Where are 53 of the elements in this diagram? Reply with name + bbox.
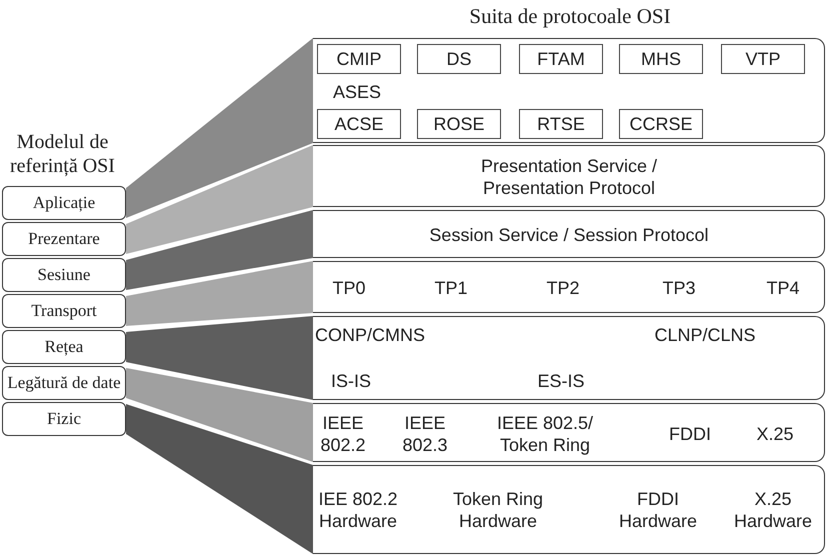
protocol-label: IEEE 802.5/ Token Ring (496, 412, 594, 456)
protocol-label: ES-IS (536, 370, 586, 392)
protocol-label: FDDI (668, 423, 712, 445)
protocol-layer-band (313, 316, 825, 400)
protocol-layer-band (313, 465, 825, 554)
heading: Modelul de referință OSI (9, 130, 116, 178)
protocol-label: X.25 Hardware (732, 488, 814, 532)
protocol-box: MHS (619, 44, 703, 74)
layer-box: Legătură de date (2, 366, 126, 400)
projection-band (126, 404, 313, 554)
projection-band (126, 316, 313, 400)
protocol-label: IEEE 802.3 (401, 412, 449, 456)
protocol-label: X.25 (755, 423, 795, 445)
protocol-label: TP0 (331, 277, 366, 299)
heading: Suita de protocoale OSI (468, 4, 672, 28)
layer-box: Aplicație (2, 186, 126, 220)
protocol-label: TP4 (765, 277, 800, 299)
protocol-label: TP3 (661, 277, 696, 299)
protocol-box: ROSE (417, 109, 501, 139)
protocol-box: CMIP (317, 44, 401, 74)
protocol-label: CLNP/CLNS (653, 324, 757, 346)
protocol-layer-band (313, 145, 825, 207)
protocol-layer-band (313, 261, 825, 313)
layer-box: Rețea (2, 330, 126, 364)
layer-box: Sesiune (2, 258, 126, 292)
layer-box: Prezentare (2, 222, 126, 256)
protocol-label: Session Service / Session Protocol (428, 224, 710, 246)
protocol-box: VTP (721, 44, 805, 74)
protocol-label: CONP/CMNS (314, 324, 426, 346)
protocol-label: IS-IS (330, 370, 372, 392)
protocol-box: DS (417, 44, 501, 74)
layer-box: Transport (2, 294, 126, 328)
protocol-label: TP2 (545, 277, 580, 299)
projection-band (126, 368, 313, 462)
protocol-label: TP1 (433, 277, 468, 299)
projection-band (126, 261, 313, 326)
protocol-box: CCRSE (619, 109, 703, 139)
layer-box: Fizic (2, 402, 126, 436)
protocol-box: RTSE (519, 109, 603, 139)
protocol-label: FDDI Hardware (618, 488, 698, 532)
protocol-label: ASES (332, 81, 382, 103)
protocol-label: Token Ring Hardware (452, 488, 544, 532)
projection-band (126, 38, 313, 218)
protocol-label: IEE 802.2 Hardware (317, 488, 399, 532)
protocol-label: Presentation Service / Presentation Protocol (480, 155, 658, 199)
protocol-layer-band (313, 210, 825, 258)
protocol-layer-band (313, 403, 825, 462)
protocol-box: ACSE (317, 109, 401, 139)
protocol-box: FTAM (519, 44, 603, 74)
protocol-label: IEEE 802.2 (319, 412, 367, 456)
projection-band (126, 210, 313, 290)
protocol-layer-band (313, 38, 825, 143)
projection-band (126, 145, 313, 254)
